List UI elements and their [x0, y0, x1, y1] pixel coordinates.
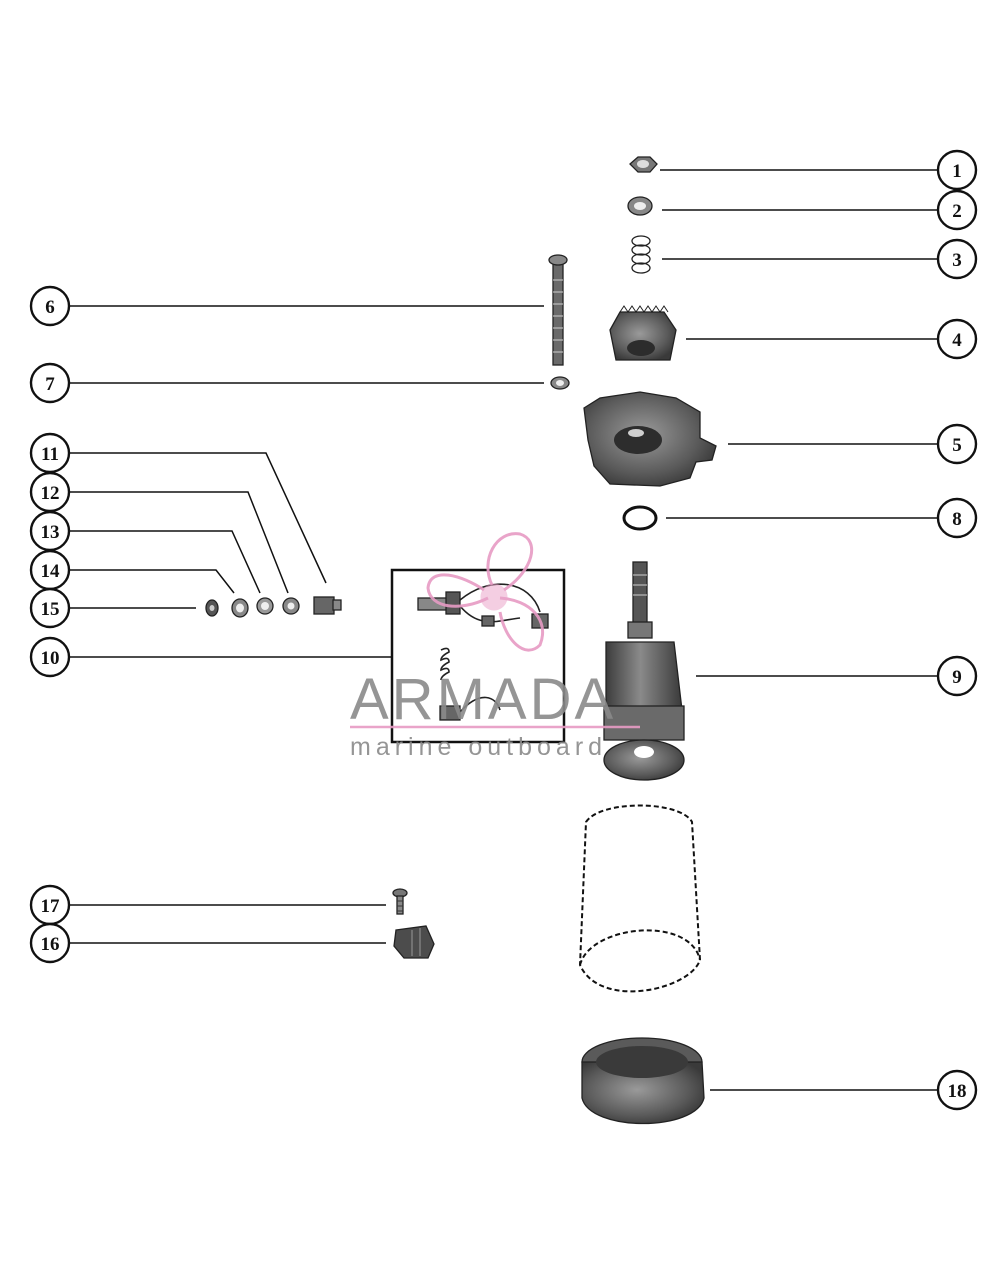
part-7-washer	[550, 376, 570, 390]
part-8-o-ring	[622, 505, 658, 531]
callout-7: 7	[29, 362, 71, 404]
watermark: ARMADA marine outboard	[350, 532, 640, 761]
callout-label: 12	[41, 483, 60, 504]
callout-5: 5	[936, 423, 978, 465]
callout-4: 4	[936, 318, 978, 360]
callout-9: 9	[936, 655, 978, 697]
part-4-drive-gear	[609, 305, 677, 361]
callout-label: 17	[41, 896, 61, 917]
callout-1: 1	[936, 149, 978, 191]
part-13-washer	[256, 597, 274, 615]
callout-3: 3	[936, 238, 978, 280]
callout-14: 14	[29, 549, 71, 591]
part-9-armature	[603, 561, 685, 781]
frame-housing-dashed	[578, 804, 702, 993]
watermark-title: ARMADA	[350, 667, 616, 732]
part-14-washer	[231, 598, 249, 618]
callout-11: 11	[29, 432, 71, 474]
watermark-subtitle: marine outboard	[350, 733, 607, 761]
propeller-logo	[426, 532, 545, 652]
callout-17: 17	[29, 884, 71, 926]
callout-label: 10	[41, 648, 60, 669]
callout-label: 5	[952, 435, 962, 456]
leader-lines	[70, 169, 938, 1091]
part-16-bushing	[393, 925, 435, 959]
callout-label: 6	[45, 297, 55, 318]
callout-label: 7	[45, 374, 55, 395]
part-11-brush-holder	[313, 596, 342, 615]
callout-label: 15	[41, 599, 60, 620]
part-17-screw	[392, 888, 408, 915]
callout-label: 4	[952, 330, 962, 351]
part-2-washer	[627, 196, 653, 216]
callout-label: 9	[952, 667, 962, 688]
part-6-through-bolt	[548, 254, 568, 366]
part-3-spring	[631, 235, 651, 274]
callout-10: 10	[29, 636, 71, 678]
callout-18: 18	[936, 1069, 978, 1111]
part-1-nut	[629, 156, 658, 173]
callout-16: 16	[29, 922, 71, 964]
callout-12: 12	[29, 471, 71, 513]
part-15-nut	[205, 599, 219, 617]
callout-8: 8	[936, 497, 978, 539]
callout-label: 1	[952, 161, 962, 182]
callout-2: 2	[936, 189, 978, 231]
part-10-brush-kit-box	[390, 568, 566, 744]
callout-label: 2	[952, 201, 962, 222]
part-12-washer	[282, 597, 300, 615]
part-5-end-cap	[583, 391, 717, 487]
callout-label: 3	[952, 250, 962, 271]
callout-label: 11	[41, 444, 59, 465]
callout-label: 14	[41, 561, 61, 582]
callout-13: 13	[29, 510, 71, 552]
callout-6: 6	[29, 285, 71, 327]
callout-label: 13	[41, 522, 60, 543]
callout-label: 16	[41, 934, 60, 955]
callout-15: 15	[29, 587, 71, 629]
callout-label: 8	[952, 509, 962, 530]
part-18-end-cap	[581, 1037, 705, 1125]
callout-label: 18	[948, 1081, 967, 1102]
